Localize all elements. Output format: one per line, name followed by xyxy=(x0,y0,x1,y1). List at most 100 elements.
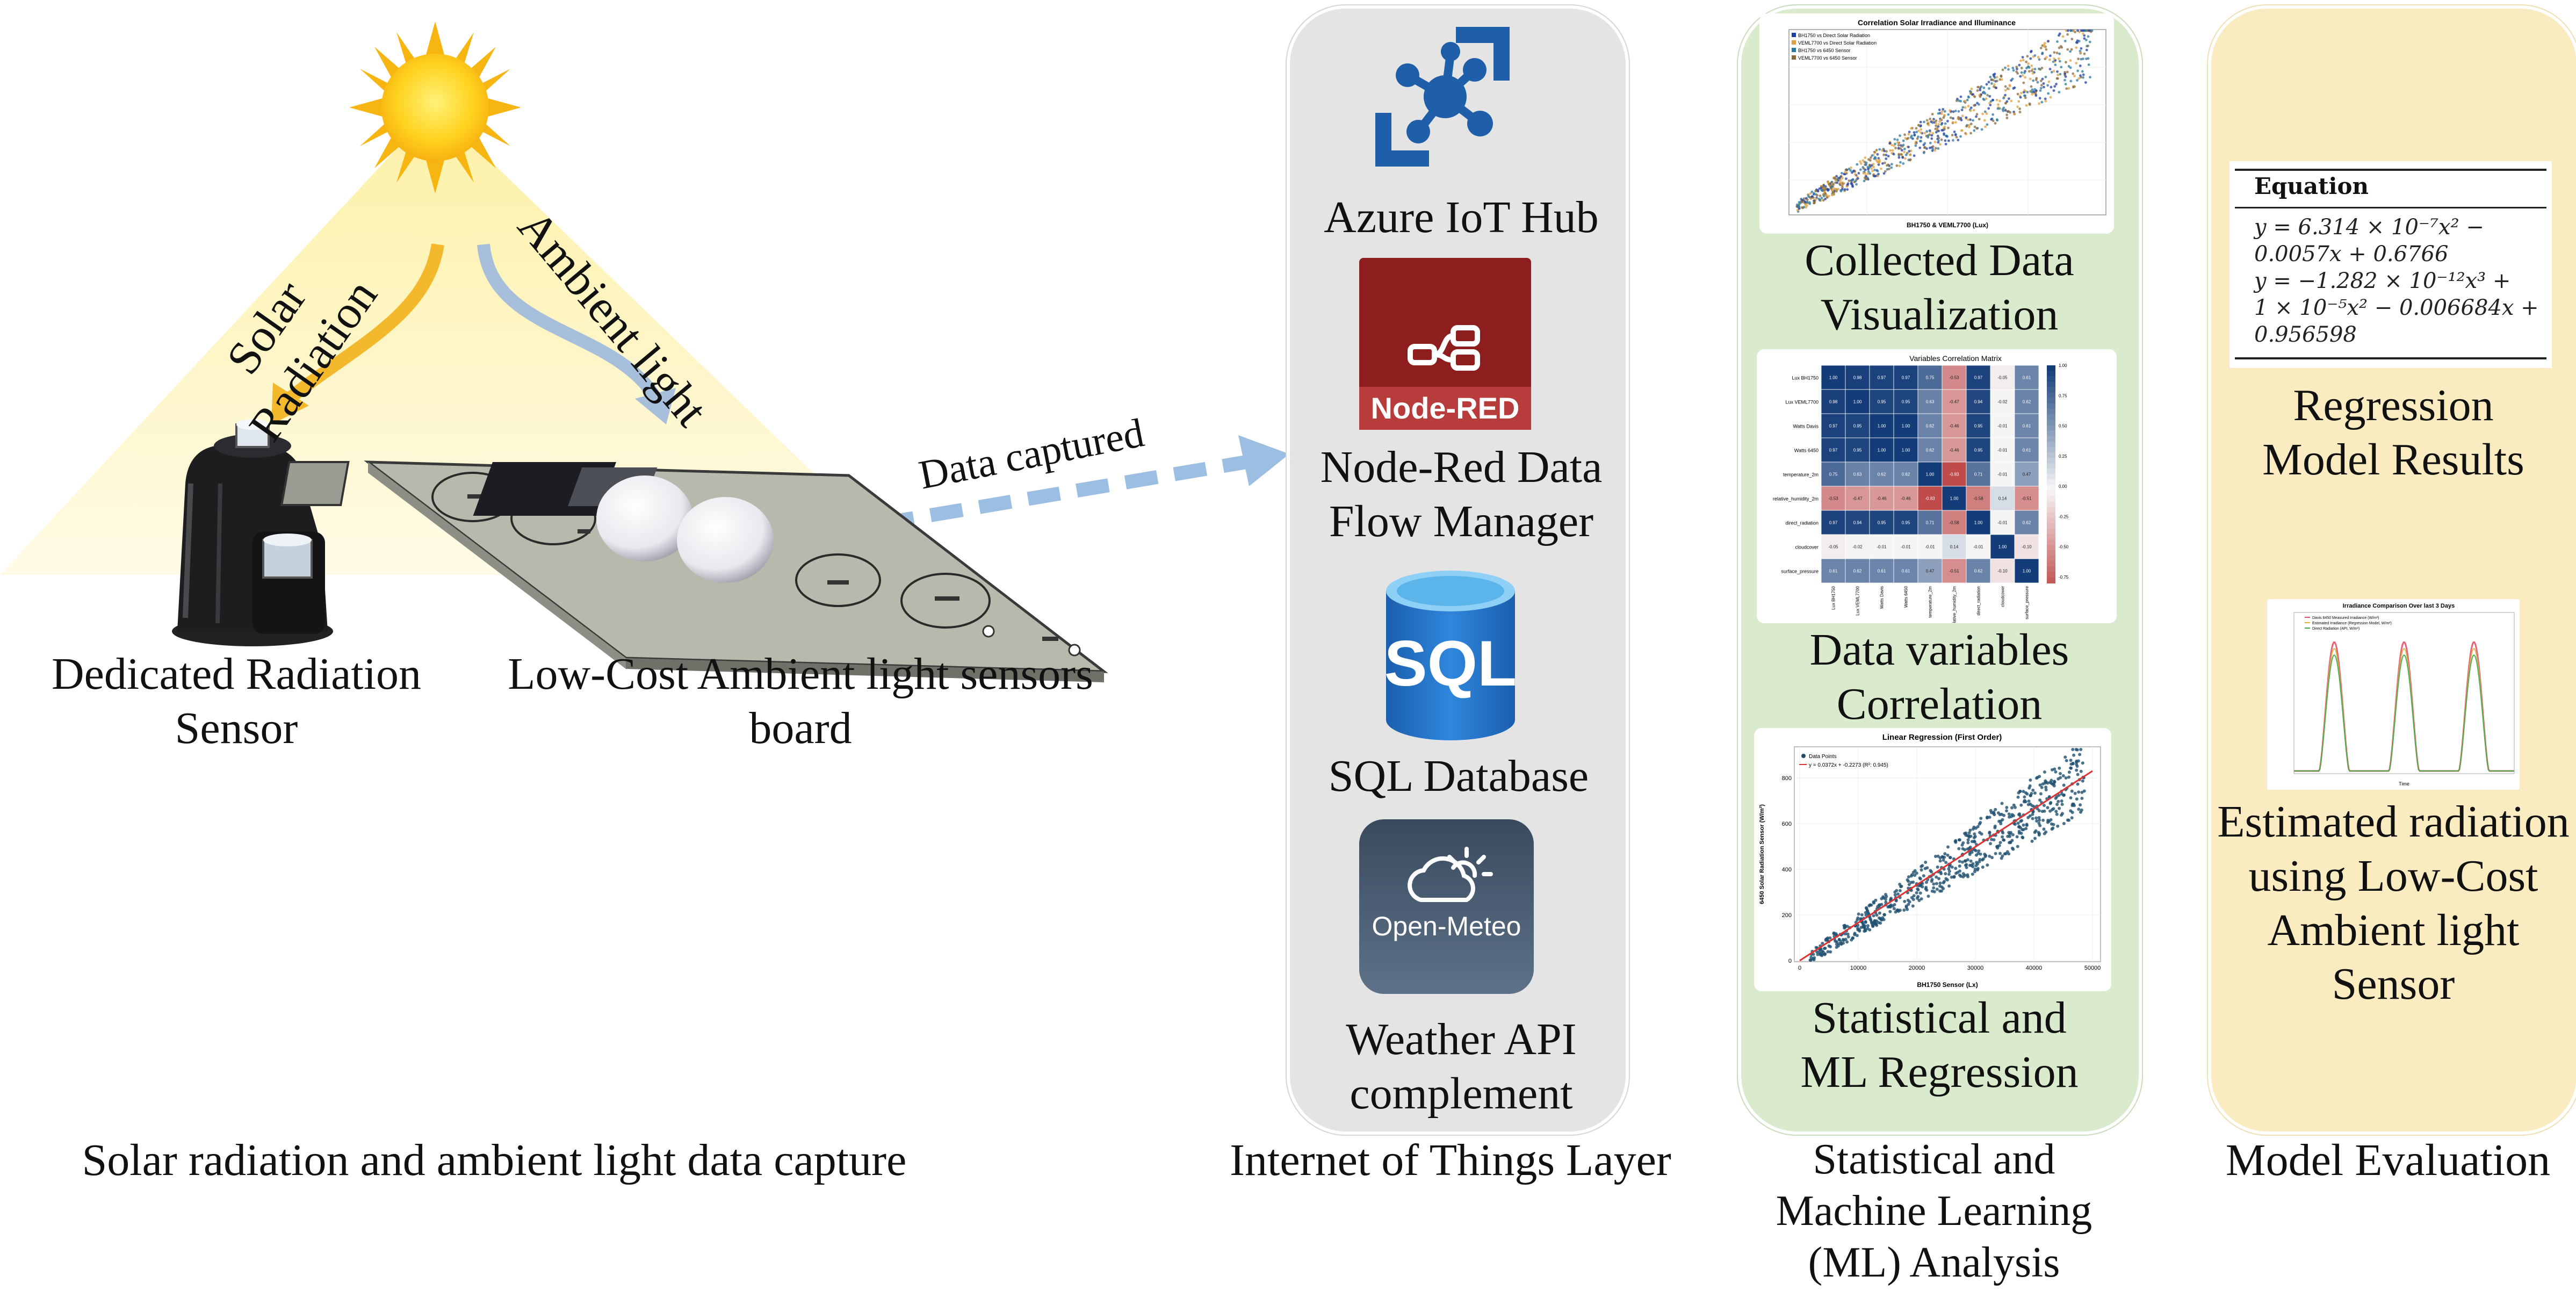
comparison-series-line xyxy=(2294,654,2514,772)
heatmap-scale-tick: 0.25 xyxy=(2059,454,2067,459)
heatmap-cell xyxy=(1917,413,1943,438)
heatmap-cell xyxy=(1869,534,1894,559)
heatmap-cell xyxy=(1869,413,1894,438)
capture-scene xyxy=(0,21,1289,682)
heatmap-cell xyxy=(1893,365,1918,390)
heatmap-cell xyxy=(1966,365,1991,390)
equation-table: Equation y = 6.314 × 10⁻⁷x² − 0.0057x + … xyxy=(2229,161,2552,368)
heatmap-cell-value: -0.01 xyxy=(1997,424,2008,429)
sql-logo-text: SQL xyxy=(1384,628,1517,700)
heatmap-cell-value: 0.75 xyxy=(1926,376,1935,380)
collected-data-scatter-chart: Correlation Solar Irradiance and Illumin… xyxy=(1759,13,2114,234)
heatmap-cell xyxy=(1917,486,1943,511)
heatmap-cell-value: -0.46 xyxy=(1901,496,1911,501)
heatmap-cell-value: 1.00 xyxy=(1878,424,1886,429)
heatmap-cell-value: -0.51 xyxy=(2022,496,2032,501)
equation-line-2: 0.0057x + 0.6766 xyxy=(2254,242,2449,266)
heatmap-cell-value: -0.01 xyxy=(1877,545,1887,550)
heatmap-scale-tick: -0.75 xyxy=(2059,575,2069,580)
heatmap-scale-tick: 0.00 xyxy=(2059,484,2067,489)
sensors-board-label: Low-Cost Ambient light sensors board xyxy=(508,649,1093,753)
comparison-legend-1: Davis 6450 Measured Irradiance (W/m²) xyxy=(2312,616,2379,620)
heatmap-cell-value: 0.71 xyxy=(1974,472,1983,477)
heatmap-col-label: temperature_2m xyxy=(1928,586,1933,618)
open-meteo-logo: Open-Meteo xyxy=(1359,819,1534,994)
regression-xtick: 20000 xyxy=(1909,965,1925,971)
heatmap-cell-value: 0.95 xyxy=(1974,424,1983,429)
heatmap-cell-value: -0.05 xyxy=(1997,376,2008,380)
heatmap-col-label: Watts 6450 xyxy=(1904,586,1909,608)
comparison-legend-3: Direct Radiation (API, W/m²) xyxy=(2312,627,2359,631)
node-red-logo-text: Node-RED xyxy=(1359,387,1531,430)
open-meteo-logo-text: Open-Meteo xyxy=(1372,911,1521,941)
heatmap-cell-value: 1.00 xyxy=(1829,376,1838,380)
scatter-point-cloud xyxy=(1795,29,2094,213)
regression-xtick: 0 xyxy=(1798,965,1801,971)
sun-icon xyxy=(349,21,521,193)
heatmap-cell-value: 0.14 xyxy=(1998,496,2007,501)
heatmap-cell-value: -0.46 xyxy=(1949,424,1959,429)
heatmap-cell-value: 1.00 xyxy=(1902,448,1910,453)
heatmap-cell-value: 0.61 xyxy=(1878,569,1886,574)
evaluation-section-title: Model Evaluation xyxy=(2225,1135,2551,1185)
heatmap-cell xyxy=(1966,558,1991,583)
heatmap-cell-value: 0.95 xyxy=(1878,400,1886,405)
heatmap-cell-value: -0.01 xyxy=(1997,448,2008,453)
equation-line-3: y = −1.282 × 10⁻¹²x³ + xyxy=(2254,269,2511,293)
heatmap-cell xyxy=(1966,510,1991,535)
heatmap-row-label: temperature_2m xyxy=(1783,472,1819,478)
regression-xtick: 10000 xyxy=(1850,965,1867,971)
regression-legend-points: Data Points xyxy=(1809,754,1837,760)
node-red-logo: Node-RED xyxy=(1359,258,1531,430)
heatmap-cell-value: -0.46 xyxy=(1949,448,1959,453)
heatmap-cell-value: 1.00 xyxy=(1998,545,2007,550)
regression-ytick: 800 xyxy=(1782,775,1792,782)
estimated-radiation-label: Estimated radiation using Low-Cost Ambie… xyxy=(2217,797,2570,1010)
heatmap-cell-value: 0.62 xyxy=(2023,521,2031,525)
heatmap-col-label: Watts Davis xyxy=(1880,586,1885,609)
heatmap-cell-value: 0.98 xyxy=(1829,400,1838,405)
equation-line-5: 0.956598 xyxy=(2254,322,2357,347)
visualization-label: Collected Data Visualization xyxy=(1805,235,2074,340)
heatmap-cell-value: 0.62 xyxy=(1974,569,1983,574)
heatmap-cell-value: 0.97 xyxy=(1829,424,1838,429)
ambient-light-arrow xyxy=(477,243,661,401)
heatmap-cell xyxy=(1942,510,1967,535)
regression-ylabel: 6450 Solar Radiation Sensor (W/m²) xyxy=(1759,804,1765,904)
scatter-xlabel: BH1750 & VEML7700 (Lux) xyxy=(1907,221,1988,229)
regression-xlabel: BH1750 Sensor (Lx) xyxy=(1917,981,1978,989)
heatmap-cell xyxy=(1845,462,1870,487)
heatmap-cell-value: -0.01 xyxy=(1973,545,1983,550)
solar-radiation-arrow xyxy=(283,243,444,406)
heatmap-cell-value: -0.51 xyxy=(1949,569,1959,574)
heatmap-cell-value: -0.05 xyxy=(1828,545,1838,550)
ml-section-title: Statistical and Machine Learning (ML) An… xyxy=(1776,1136,2092,1286)
heatmap-cell-value: 0.14 xyxy=(1950,545,1959,550)
heatmap-cell xyxy=(2014,389,2039,414)
heatmap-cell-value: 0.61 xyxy=(1902,569,1910,574)
heatmap-cell-value: 1.00 xyxy=(1853,400,1862,405)
heatmap-cell-value: -0.83 xyxy=(1925,496,1935,501)
heatmap-cell xyxy=(1990,413,2015,438)
heatmap-cell-value: 0.61 xyxy=(2023,424,2031,429)
heatmap-cell xyxy=(1942,365,1967,390)
heatmap-cell-value: 1.00 xyxy=(1974,521,1983,525)
scatter-legend-4: VEML7700 vs 6450 Sensor xyxy=(1798,55,1857,61)
heatmap-cell-value: 0.61 xyxy=(2023,376,2031,380)
heatmap-cell xyxy=(1942,413,1967,438)
heatmap-row-label: direct_radiation xyxy=(1785,521,1819,526)
regression-fit-line xyxy=(1799,770,2093,962)
equation-line-1: y = 6.314 × 10⁻⁷x² − xyxy=(2254,215,2484,240)
capture-section-title: Solar radiation and ambient light data c… xyxy=(82,1135,907,1185)
heatmap-title: Variables Correlation Matrix xyxy=(1909,354,2002,363)
heatmap-scale-tick: -0.25 xyxy=(2059,514,2069,519)
node-red-label: Node-Red Data Flow Manager xyxy=(1320,442,1603,546)
heatmap-cell-value: 1.00 xyxy=(1926,472,1935,477)
heatmap-cell-value: -0.53 xyxy=(1828,496,1838,501)
heatmap-cell xyxy=(2014,437,2039,463)
heatmap-cell-value: 0.63 xyxy=(1853,472,1862,477)
heatmap-scale-tick: 1.00 xyxy=(2059,363,2067,368)
heatmap-cell-value: -0.58 xyxy=(1949,521,1959,525)
heatmap-cell xyxy=(1990,510,2015,535)
heatmap-cell xyxy=(1845,510,1870,535)
